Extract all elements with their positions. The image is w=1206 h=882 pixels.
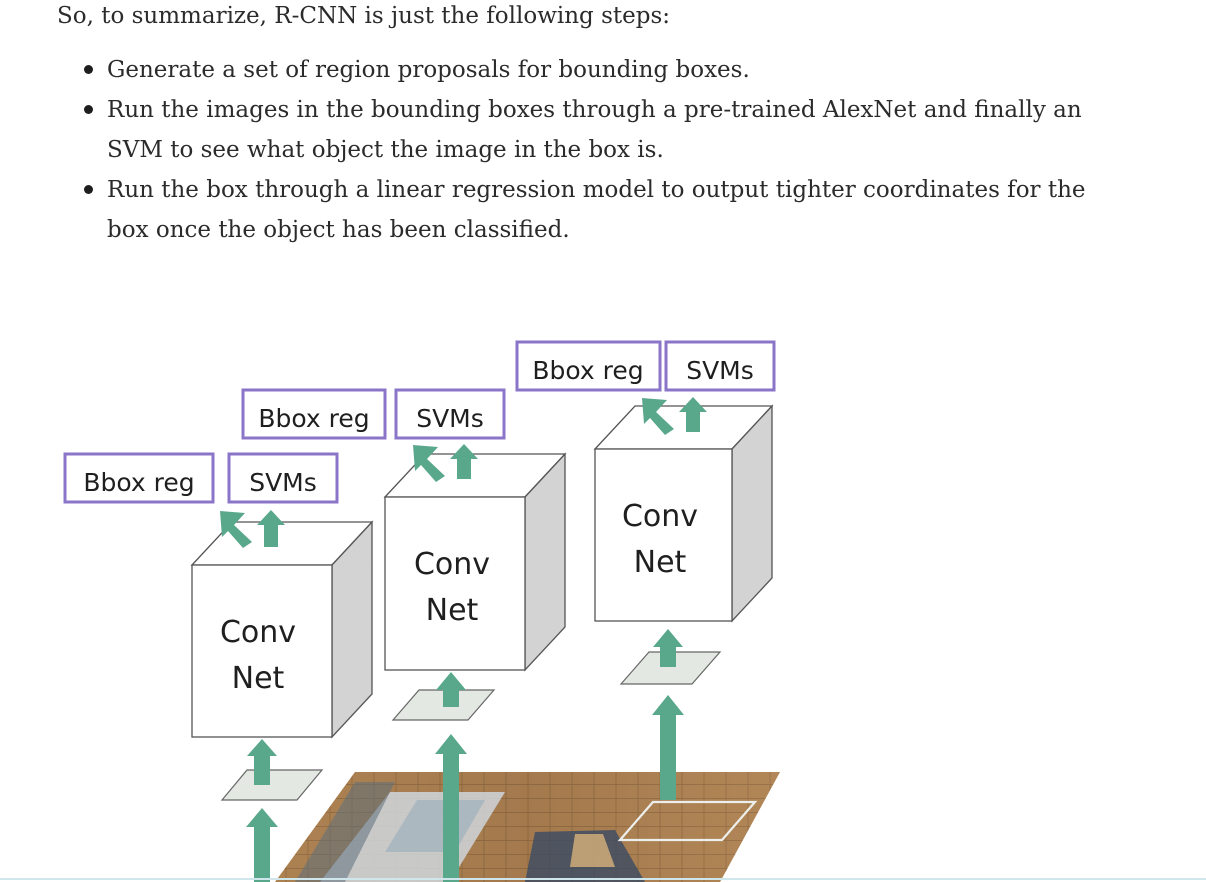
convnet-label-line2: Net (634, 545, 687, 580)
input-image (275, 772, 780, 882)
svms-box (394, 388, 506, 440)
pipeline-column-2: Conv Net Bbox reg SVMs (241, 388, 567, 882)
up-arrow-icon (435, 672, 467, 882)
bbox-reg-box (63, 452, 215, 504)
svms-label: SVMs (249, 468, 317, 497)
bbox-reg-box (241, 388, 387, 440)
convnet-cube: Conv Net (383, 452, 567, 672)
convnet-label-line1: Conv (414, 547, 490, 582)
up-arrow-icon (246, 739, 278, 882)
steps-list: Generate a set of region proposals for b… (84, 50, 1094, 250)
rcnn-diagram: Conv Net Bbox reg SVMs (55, 322, 790, 882)
bbox-reg-label: Bbox reg (532, 356, 643, 385)
bbox-reg-label: Bbox reg (83, 468, 194, 497)
convnet-cube: Conv Net (593, 404, 774, 623)
output-arrows-icon (413, 444, 478, 482)
list-item: Run the box through a linear regression … (84, 170, 1094, 250)
bullet-icon (84, 65, 93, 74)
list-item: Generate a set of region proposals for b… (84, 50, 1094, 90)
convnet-cube: Conv Net (190, 520, 374, 739)
bullet-icon (84, 105, 93, 114)
svms-box (664, 340, 776, 392)
pipeline-column-3: Conv Net Bbox reg SVMs (515, 340, 776, 842)
step-text: Run the images in the bounding boxes thr… (107, 97, 1082, 163)
bbox-reg-box (515, 340, 662, 392)
bbox-reg-label: Bbox reg (258, 404, 369, 433)
list-item: Run the images in the bounding boxes thr… (84, 90, 1094, 170)
svms-label: SVMs (416, 404, 484, 433)
region-proposal (619, 651, 722, 685)
summary-intro: So, to summarize, R-CNN is just the foll… (57, 3, 671, 29)
output-arrows-icon (220, 510, 285, 548)
convnet-label-line1: Conv (220, 615, 296, 650)
output-arrows-icon (642, 397, 707, 435)
page-bottom-divider (0, 878, 1206, 880)
svms-label: SVMs (686, 356, 754, 385)
bullet-icon (84, 185, 93, 194)
svms-box (227, 452, 339, 504)
step-text: Run the box through a linear regression … (107, 177, 1086, 243)
convnet-label-line1: Conv (622, 499, 698, 534)
region-proposal (220, 769, 324, 801)
up-arrow-icon (652, 629, 684, 800)
step-text: Generate a set of region proposals for b… (107, 57, 750, 83)
convnet-label-line2: Net (426, 593, 479, 628)
rcnn-diagram-svg: Conv Net Bbox reg SVMs (63, 340, 780, 882)
convnet-label-line2: Net (232, 661, 285, 696)
region-proposal (617, 800, 758, 842)
pipeline-column-1: Conv Net Bbox reg SVMs (63, 452, 374, 882)
